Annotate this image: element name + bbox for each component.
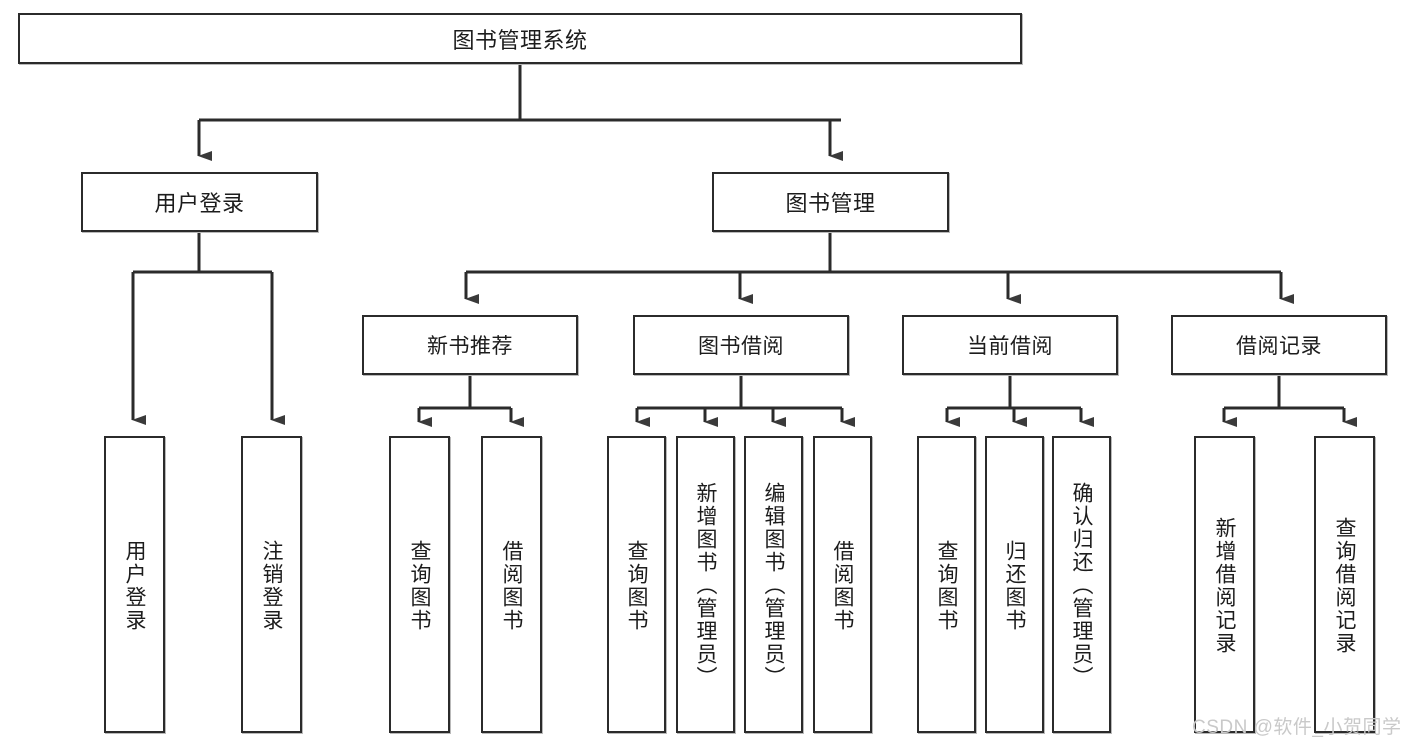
- leaf-return-book-label: 归还图书: [1003, 539, 1026, 632]
- leaf-query-book-current[interactable]: 查询图书: [917, 436, 976, 733]
- node-book-borrow-label: 图书借阅: [698, 335, 784, 358]
- leaf-query-book-current-label: 查询图书: [935, 539, 958, 632]
- node-new-book-recommend[interactable]: 新书推荐: [362, 315, 578, 375]
- node-user-login-label: 用户登录: [154, 191, 245, 216]
- node-current-borrow[interactable]: 当前借阅: [902, 315, 1118, 375]
- leaf-edit-book-admin-label: 编辑图书（管理员）: [762, 482, 785, 689]
- leaf-add-book-admin[interactable]: 新增图书（管理员）: [676, 436, 735, 733]
- node-borrow-record-label: 借阅记录: [1236, 335, 1322, 358]
- leaf-borrow-book-label: 借阅图书: [831, 539, 854, 632]
- node-user-login[interactable]: 用户登录: [81, 172, 318, 232]
- leaf-user-login-label: 用户登录: [123, 539, 146, 632]
- node-current-borrow-label: 当前借阅: [967, 335, 1053, 358]
- leaf-add-book-admin-label: 新增图书（管理员）: [694, 482, 717, 689]
- leaf-query-borrow-record-label: 查询借阅记录: [1333, 516, 1356, 655]
- node-root-label: 图书管理系统: [452, 27, 588, 53]
- leaf-return-book[interactable]: 归还图书: [985, 436, 1044, 733]
- leaf-logout-label: 注销登录: [260, 539, 283, 632]
- node-book-borrow[interactable]: 图书借阅: [633, 315, 849, 375]
- leaf-borrow-book-new-label: 借阅图书: [500, 539, 523, 632]
- leaf-confirm-return-admin[interactable]: 确认归还（管理员）: [1052, 436, 1111, 733]
- leaf-add-borrow-record[interactable]: 新增借阅记录: [1194, 436, 1255, 733]
- node-book-management-label: 图书管理: [785, 191, 876, 216]
- leaf-edit-book-admin[interactable]: 编辑图书（管理员）: [744, 436, 803, 733]
- leaf-borrow-book-new[interactable]: 借阅图书: [481, 436, 542, 733]
- leaf-query-book-borrow-label: 查询图书: [625, 539, 648, 632]
- leaf-borrow-book[interactable]: 借阅图书: [813, 436, 872, 733]
- leaf-add-borrow-record-label: 新增借阅记录: [1213, 516, 1236, 655]
- leaf-query-book-new[interactable]: 查询图书: [389, 436, 450, 733]
- watermark: CSDN @软件_小贺同学: [1192, 717, 1402, 738]
- leaf-confirm-return-admin-label: 确认归还（管理员）: [1070, 482, 1093, 689]
- leaf-logout[interactable]: 注销登录: [241, 436, 302, 733]
- node-root[interactable]: 图书管理系统: [18, 13, 1022, 64]
- leaf-query-borrow-record[interactable]: 查询借阅记录: [1314, 436, 1375, 733]
- leaf-query-book-borrow[interactable]: 查询图书: [607, 436, 666, 733]
- node-new-book-recommend-label: 新书推荐: [427, 335, 513, 358]
- node-borrow-record[interactable]: 借阅记录: [1171, 315, 1387, 375]
- node-book-management[interactable]: 图书管理: [712, 172, 949, 232]
- leaf-user-login[interactable]: 用户登录: [104, 436, 165, 733]
- leaf-query-book-new-label: 查询图书: [408, 539, 431, 632]
